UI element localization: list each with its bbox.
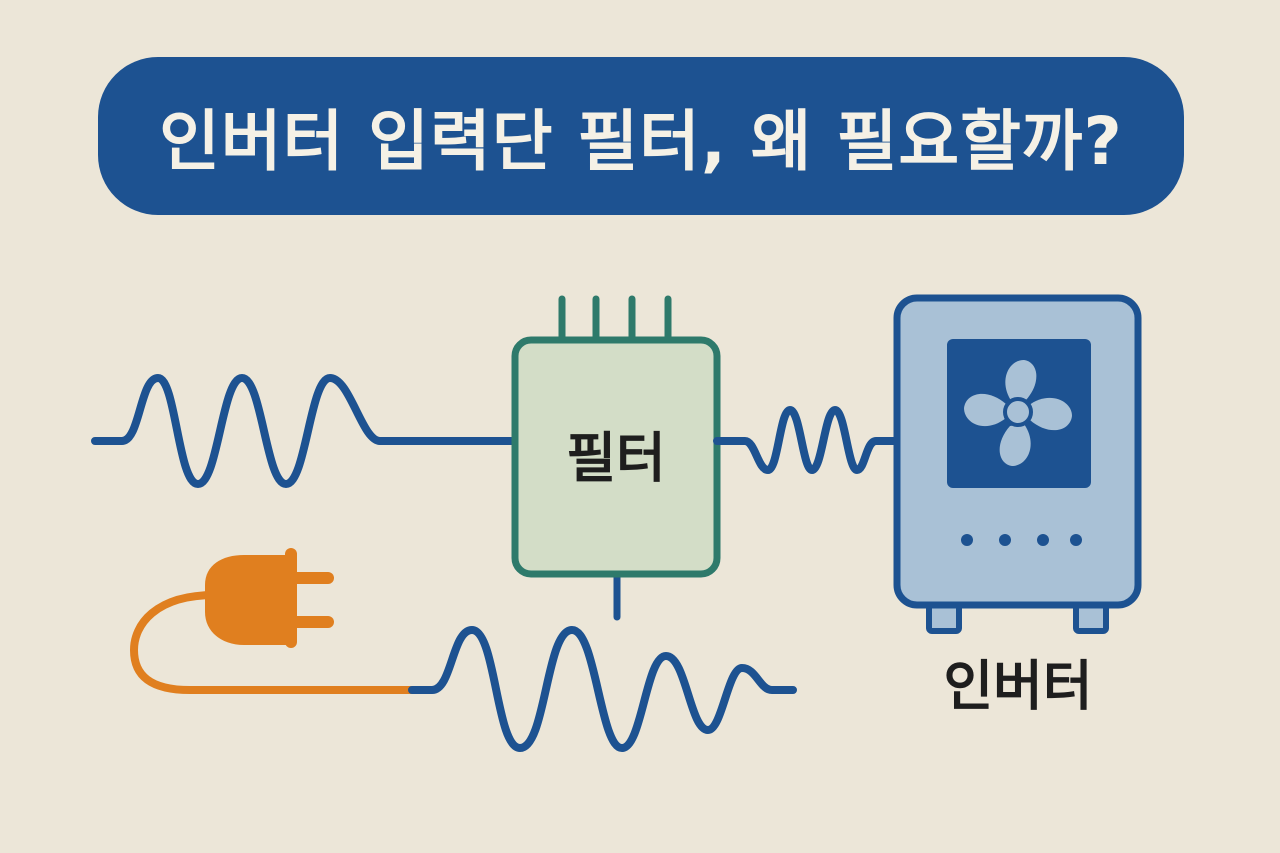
title-banner: 인버터 입력단 필터, 왜 필요할까? [98, 57, 1184, 215]
filter-pins [558, 295, 672, 344]
indicator-dots [961, 534, 1082, 546]
inverter-label: 인버터 [943, 655, 1092, 718]
filter-label: 필터 [566, 427, 665, 490]
power-plug-icon [205, 548, 334, 648]
page-title: 인버터 입력단 필터, 왜 필요할까? [159, 103, 1123, 180]
plug-cord [130, 591, 416, 694]
fan-icon [964, 360, 1072, 466]
power-noise-wave [408, 626, 797, 752]
filter-block [511, 336, 721, 578]
input-noise-wave [91, 374, 519, 488]
filtered-wave [713, 406, 900, 474]
